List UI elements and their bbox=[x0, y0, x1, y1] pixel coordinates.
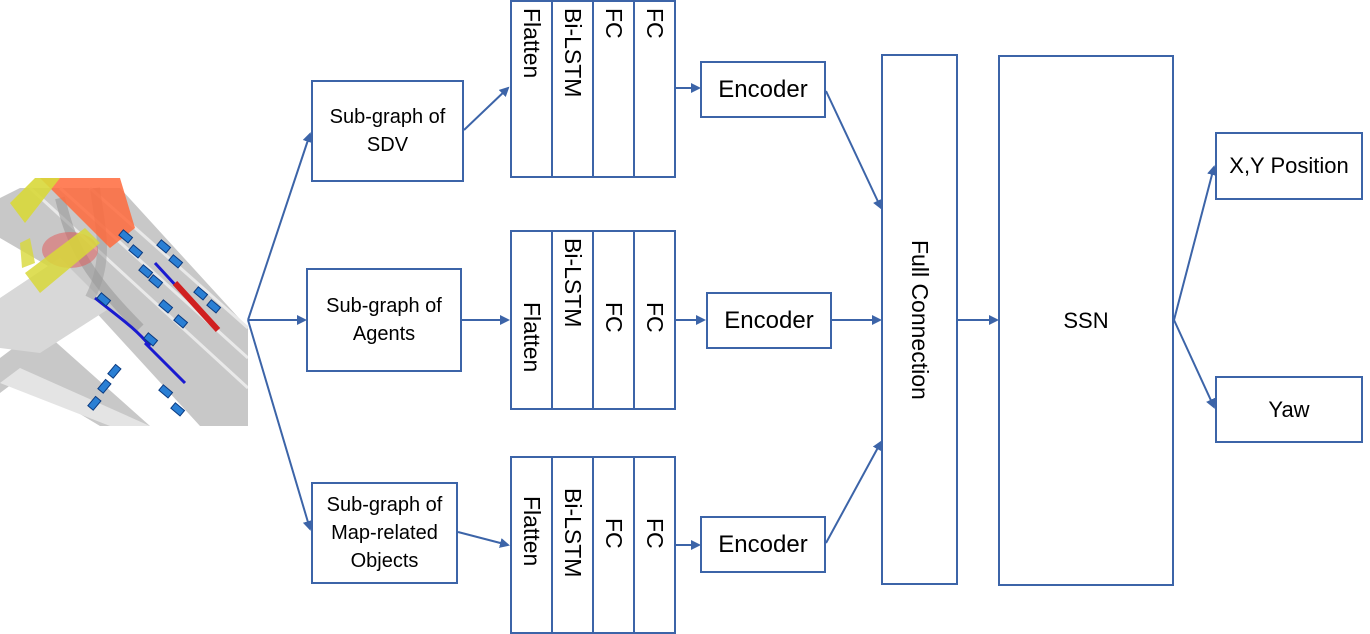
output-xy-position-label: X,Y Position bbox=[1229, 153, 1349, 178]
subgraph-sdv-label: Sub-graph of SDV bbox=[329, 106, 446, 156]
encoder-label: Encoder bbox=[718, 75, 808, 103]
fc-layer: FC bbox=[642, 302, 668, 333]
road-scene-image bbox=[0, 178, 248, 426]
encoder-map-objects-box: Encoder bbox=[700, 516, 826, 573]
fc-layer: FC bbox=[594, 2, 635, 176]
bilstm-layer: Bi-LSTM bbox=[553, 2, 594, 176]
fc-layer: FC bbox=[594, 232, 635, 408]
layer-stack-sdv: Flatten Bi-LSTM FC FC bbox=[510, 0, 676, 178]
full-connection-label: Full Connection bbox=[907, 239, 933, 400]
subgraph-map-objects-label: Sub-graph of Map-related Objects bbox=[326, 494, 443, 572]
flatten-layer: Flatten bbox=[512, 232, 553, 408]
fc-layer: FC bbox=[642, 518, 668, 549]
bilstm-layer: Bi-LSTM bbox=[553, 232, 594, 408]
output-yaw-box: Yaw bbox=[1215, 376, 1363, 443]
encoder-label: Encoder bbox=[724, 306, 814, 334]
fc-layer: FC bbox=[594, 458, 635, 632]
encoder-sdv-box: Encoder bbox=[700, 61, 826, 118]
subgraph-sdv-box: Sub-graph of SDV bbox=[311, 80, 464, 182]
bilstm-layer: Bi-LSTM bbox=[553, 458, 594, 632]
output-xy-position-box: X,Y Position bbox=[1215, 132, 1363, 200]
layer-stack-agents: Flatten Bi-LSTM FC FC bbox=[510, 230, 676, 410]
flatten-layer: Flatten bbox=[512, 2, 553, 176]
subgraph-map-objects-box: Sub-graph of Map-related Objects bbox=[311, 482, 458, 584]
encoder-label: Encoder bbox=[718, 530, 808, 558]
fc-layer: FC bbox=[642, 8, 668, 39]
ssn-label: SSN bbox=[1063, 307, 1109, 333]
flatten-layer: Flatten bbox=[512, 458, 553, 632]
layer-stack-map-objects: Flatten Bi-LSTM FC FC bbox=[510, 456, 676, 634]
encoder-agents-box: Encoder bbox=[706, 292, 832, 349]
output-yaw-label: Yaw bbox=[1268, 396, 1310, 422]
full-connection-box: Full Connection bbox=[881, 54, 958, 585]
subgraph-agents-label: Sub-graph of Agents bbox=[326, 295, 442, 345]
subgraph-agents-box: Sub-graph of Agents bbox=[306, 268, 462, 372]
ssn-box: SSN bbox=[998, 55, 1174, 586]
